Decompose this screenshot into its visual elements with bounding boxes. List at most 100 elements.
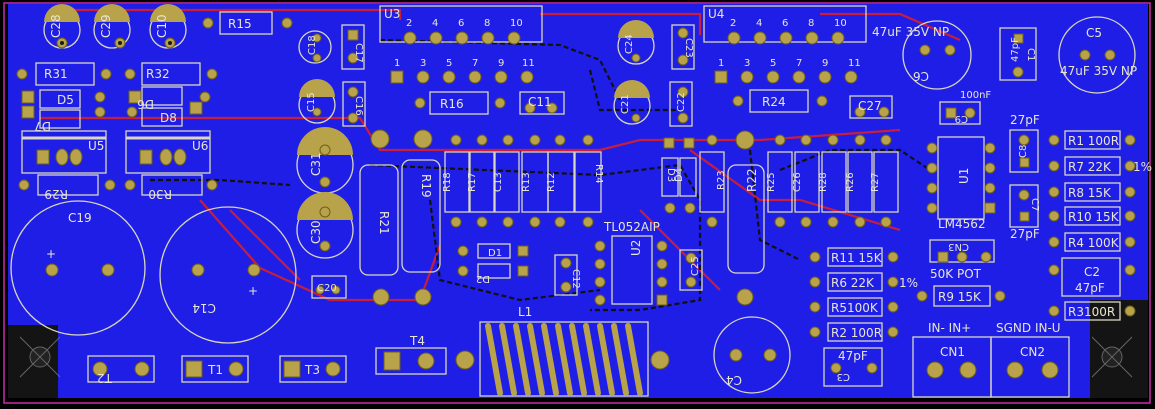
c29-label: C29 (99, 14, 113, 38)
svg-text:1%: 1% (899, 276, 918, 290)
pad-r19-top (413, 129, 433, 149)
svg-text:8: 8 (808, 18, 814, 29)
c1-value: 47pF (1010, 37, 1021, 62)
svg-text:R22: R22 (745, 168, 759, 192)
resistor-r22: R22 (727, 130, 765, 306)
svg-text:D3: D3 (665, 168, 676, 182)
svg-text:R12: R12 (546, 172, 557, 192)
r19-label: R19 (419, 174, 433, 198)
connector-cn2: SGND IN-U CN2 (990, 321, 1070, 398)
svg-text:7: 7 (796, 58, 802, 69)
u2-label: U2 (629, 240, 643, 256)
diode-d5: D5 (21, 89, 106, 109)
d7-label: D7 (34, 119, 51, 133)
resistor-r15: R15 (202, 11, 293, 35)
svg-text:4: 4 (756, 18, 762, 29)
c9-value: 100nF (960, 90, 991, 101)
cap-c12: C12 (554, 254, 581, 296)
resistor-r19: R19 (401, 159, 441, 306)
r31-label: R31 (44, 67, 68, 81)
c6-label: C6 (913, 69, 929, 83)
resistor-r30: R30 (124, 174, 218, 201)
terminal-t4: T4 (375, 334, 447, 375)
l1-label: L1 (518, 305, 532, 319)
d5-label: D5 (57, 93, 74, 107)
cap-c31: C31 (296, 127, 354, 194)
svg-text:C12: C12 (570, 269, 581, 289)
r16-label: R16 (440, 97, 464, 111)
cap-c11: C11 (519, 91, 565, 115)
c6-value: 47uF 35V NP (872, 25, 949, 39)
connector-u4: U4 2 4 6 8 10 1 3 5 7 9 11 (703, 5, 867, 84)
u4-label: U4 (708, 7, 724, 21)
cap-c8: 27pF C8 (1009, 113, 1040, 173)
svg-text:R26: R26 (845, 172, 856, 192)
svg-text:R1 100R: R1 100R (1068, 134, 1119, 148)
cap-c22: C22 (669, 81, 693, 127)
svg-text:5: 5 (770, 58, 776, 69)
svg-text:1%: 1% (1133, 160, 1152, 174)
svg-text:T2: T2 (97, 371, 113, 385)
svg-text:R18: R18 (442, 172, 453, 192)
c10-label: C10 (155, 14, 169, 38)
diode-d7: D7 (21, 105, 106, 133)
svg-text:R2 100R: R2 100R (831, 326, 882, 340)
c27-label: C27 (858, 99, 882, 113)
c1-label: C1 (1025, 48, 1036, 61)
svg-text:R3100R: R3100R (1068, 305, 1115, 319)
svg-text:3: 3 (420, 58, 426, 69)
svg-text:CN1: CN1 (940, 345, 965, 359)
c5-value: 47uF 35V NP (1060, 64, 1137, 78)
resistor-r21: R21 (359, 164, 399, 306)
d8-label: D8 (160, 111, 177, 125)
r21-label: R21 (377, 211, 391, 235)
resistor-r3: R3100R (1048, 301, 1136, 321)
svg-text:1: 1 (394, 58, 400, 69)
svg-text:R28: R28 (818, 172, 829, 192)
svg-text:CN3: CN3 (948, 241, 969, 252)
u3-label: U3 (384, 7, 400, 21)
svg-text:2: 2 (730, 18, 736, 29)
svg-text:R14: R14 (593, 164, 604, 184)
svg-text:R23: R23 (716, 170, 727, 190)
cap-c6: 47uF 35V NP C6 (872, 20, 972, 90)
u6-label: U6 (192, 139, 208, 153)
svg-text:R8 15K: R8 15K (1068, 186, 1112, 200)
svg-text:D4: D4 (674, 168, 685, 182)
svg-text:6: 6 (458, 18, 464, 29)
svg-text:R4 100K: R4 100K (1068, 236, 1120, 250)
diode-d6: D6 (128, 86, 211, 111)
svg-text:11: 11 (848, 58, 861, 69)
resistor-bank-right: R1 100R R7 22K R8 15K R10 15K R4 100K 1% (1048, 130, 1152, 252)
svg-text:4: 4 (432, 18, 438, 29)
cap-c10: C10 (149, 4, 187, 49)
svg-text:R9 15K: R9 15K (938, 290, 982, 304)
diodes-d3-d4: D3 D4 (661, 137, 697, 214)
svg-text:C3: C3 (837, 371, 850, 382)
cap-c2: C2 47pF (1048, 257, 1136, 297)
regulator-u5: U5 (21, 130, 107, 174)
c31-label: C31 (309, 152, 323, 176)
c9-label: C9 (955, 113, 968, 124)
svg-text:R5100K: R5100K (831, 301, 879, 315)
c8-value: 27pF (1010, 113, 1040, 127)
pot-cn3: CN3 50K POT (929, 239, 995, 281)
c18-label: C18 (307, 35, 318, 55)
r32-label: R32 (146, 67, 170, 81)
svg-text:R6 22K: R6 22K (831, 276, 875, 290)
resistor-r9: R9 15K (916, 285, 1006, 307)
c15-label: C15 (306, 92, 317, 112)
cap-c24: C24 (617, 20, 655, 65)
c11-label: C11 (528, 95, 552, 109)
cap-c20: C20 (311, 275, 347, 299)
cap-c27: C27 (849, 95, 893, 119)
svg-text:T3: T3 (304, 363, 320, 377)
svg-text:SGND IN-U: SGND IN-U (996, 321, 1061, 335)
c7-value: 27pF (1010, 227, 1040, 241)
resistor-r23: R23 (699, 134, 727, 228)
c24-label: C24 (624, 34, 635, 54)
diodes-d1-d2: D1 D2 (457, 243, 529, 284)
corner-cutout-right (1090, 300, 1148, 398)
svg-text:7: 7 (472, 58, 478, 69)
